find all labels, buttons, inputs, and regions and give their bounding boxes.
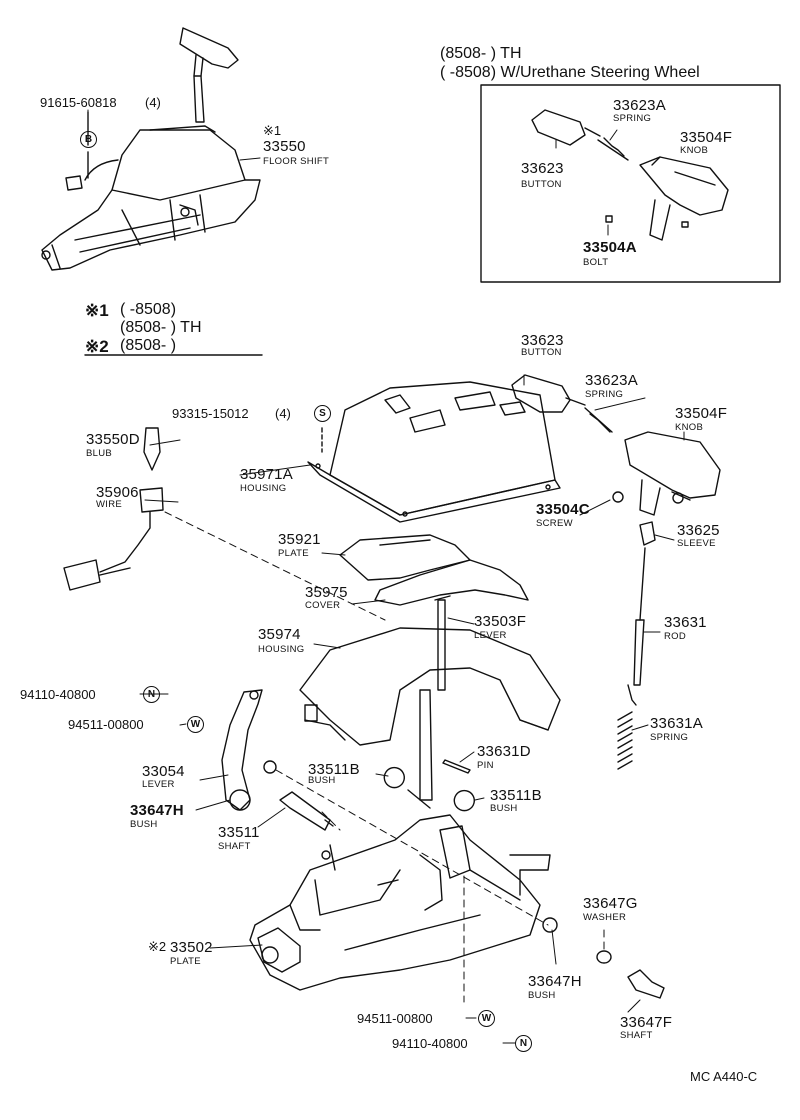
part-name: BUTTON [521, 179, 562, 190]
part-qty: (4) [275, 406, 291, 421]
part-number: 35974 [258, 626, 301, 643]
part-number: 33631 [664, 614, 707, 631]
part-name: SCREW [536, 518, 573, 529]
variant-header-urethane: ( -8508) W/Urethane Steering Wheel [440, 64, 700, 81]
part-name: SLEEVE [677, 538, 716, 549]
part-number: 33623 [521, 160, 564, 177]
part-name: PLATE [278, 548, 309, 559]
part-name: PIN [477, 760, 494, 771]
base-plate-33502-drawing [249, 814, 558, 991]
part-number: 33623A [613, 97, 666, 114]
part-number: 33647H [528, 973, 582, 990]
part-number: 94511-00800 [68, 717, 144, 732]
part-name: BUSH [308, 775, 336, 786]
part-number: 94110-40800 [20, 687, 96, 702]
part-number: 33504F [675, 405, 728, 422]
part-name: COVER [305, 600, 341, 611]
part-number: 33511B [490, 787, 542, 804]
part-number: 33511B [308, 761, 360, 778]
part-number: 33504A [583, 239, 637, 256]
part-number: 33625 [677, 522, 720, 539]
part-name: SHAFT [218, 841, 251, 852]
part-number: 33623 [521, 332, 564, 349]
part-number: 33502 [170, 939, 213, 956]
part-number: 33647H [130, 802, 184, 819]
part-name: WASHER [583, 912, 627, 923]
part-number: 33647F [620, 1014, 673, 1031]
part-number: 33631A [650, 715, 703, 732]
symbol-n-icon: N [515, 1035, 532, 1052]
bulb-wire-drawing [63, 427, 164, 591]
part-number: 93315-15012 [172, 406, 249, 421]
part-number: 33054 [142, 763, 185, 780]
part-name: SHAFT [620, 1030, 653, 1041]
symbol-s-icon: S [314, 405, 331, 422]
note-mark-1-th: (8508- ) TH [120, 319, 202, 336]
part-mark: ※2 [148, 939, 167, 954]
note-mark-1: ※1 [85, 301, 109, 320]
part-name: FLOOR SHIFT [263, 156, 330, 167]
variant-header-th: (8508- ) TH [440, 45, 522, 62]
inset-knob-drawing [531, 109, 729, 241]
housing-35974-drawing [299, 627, 561, 746]
part-qty: (4) [145, 95, 161, 110]
part-name: BLUB [86, 448, 113, 459]
part-number: 35906 [96, 484, 139, 501]
part-name: BOLT [583, 257, 609, 268]
part-number: 91615-60818 [40, 95, 117, 110]
part-name: SPRING [613, 113, 652, 124]
part-name: BUTTON [521, 347, 562, 358]
part-name: SPRING [585, 389, 624, 400]
part-name: WIRE [96, 499, 123, 510]
floor-shift-assembly-drawing [41, 27, 261, 271]
shaft-bush-drawing [279, 689, 475, 831]
part-name: SPRING [650, 732, 689, 743]
inset-frame [480, 84, 781, 283]
symbol-w-icon: W [187, 716, 204, 733]
symbol-b-icon: B [80, 131, 97, 148]
part-number: 33550D [86, 431, 140, 448]
diagram-code: MC A440-C [690, 1069, 758, 1084]
part-name: LEVER [474, 630, 507, 641]
part-number: 35971A [240, 466, 293, 483]
symbol-w-icon: W [478, 1010, 495, 1027]
part-number: 33647G [583, 895, 638, 912]
part-name: PLATE [170, 956, 201, 967]
part-number: 33504C [536, 501, 590, 518]
part-number: 94511-00800 [357, 1011, 433, 1026]
part-name: ROD [664, 631, 687, 642]
knob-button-drawing [511, 374, 721, 516]
symbol-n-icon: N [143, 686, 160, 703]
part-name: HOUSING [258, 644, 305, 655]
part-name: KNOB [675, 422, 704, 433]
lever-33054-drawing [221, 689, 277, 811]
part-number: 94110-40800 [392, 1036, 468, 1051]
note-mark-2: ※2 [85, 337, 109, 356]
part-number: 35975 [305, 584, 348, 601]
rod-sleeve-spring-drawing [617, 521, 656, 770]
part-number: 35921 [278, 531, 321, 548]
part-number: 33550 [263, 138, 306, 155]
part-number: 33503F [474, 613, 527, 630]
note-mark-2-range: (8508- ) [120, 337, 177, 354]
part-number: 33511 [218, 824, 260, 841]
part-name: BUSH [130, 819, 158, 830]
part-name: BUSH [490, 803, 518, 814]
housing-35971a-drawing [307, 381, 561, 523]
part-name: KNOB [680, 145, 709, 156]
part-name: HOUSING [240, 483, 287, 494]
part-number: 33623A [585, 372, 638, 389]
part-name: LEVER [142, 779, 175, 790]
part-mark: ※1 [263, 123, 282, 138]
part-name: BUSH [528, 990, 556, 1001]
note-mark-1-range: ( -8508) [120, 301, 177, 318]
part-number: 33504F [680, 129, 733, 146]
part-number: 33631D [477, 743, 531, 760]
plate-cover-drawing [339, 534, 529, 606]
